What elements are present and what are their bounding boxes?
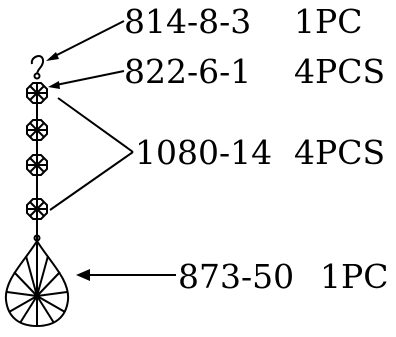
callout-hook-qty: 1PC [294, 2, 362, 41]
octagon-bead-4-icon [26, 198, 48, 220]
hook-icon [30, 55, 44, 80]
leader-links [49, 97, 134, 211]
callout-octagon-qty: 4PCS [294, 52, 385, 91]
callout-links-qty: 4PCS [294, 133, 385, 172]
leader-hook [46, 20, 125, 61]
leader-pendant [76, 269, 176, 281]
octagon-bead-1-icon [26, 82, 48, 104]
callout-links-part: 1080-14 [135, 133, 272, 172]
teardrop-pendant-icon [4, 239, 70, 328]
octagon-bead-3-icon [26, 154, 48, 176]
callout-pendant-part: 873-50 [178, 257, 294, 296]
callout-hook-part: 814-8-3 [124, 2, 251, 41]
callout-octagon-part: 822-6-1 [124, 52, 251, 91]
leader-octagon [48, 70, 125, 89]
octagon-bead-2-icon [26, 119, 48, 141]
callout-pendant-qty: 1PC [320, 257, 388, 296]
